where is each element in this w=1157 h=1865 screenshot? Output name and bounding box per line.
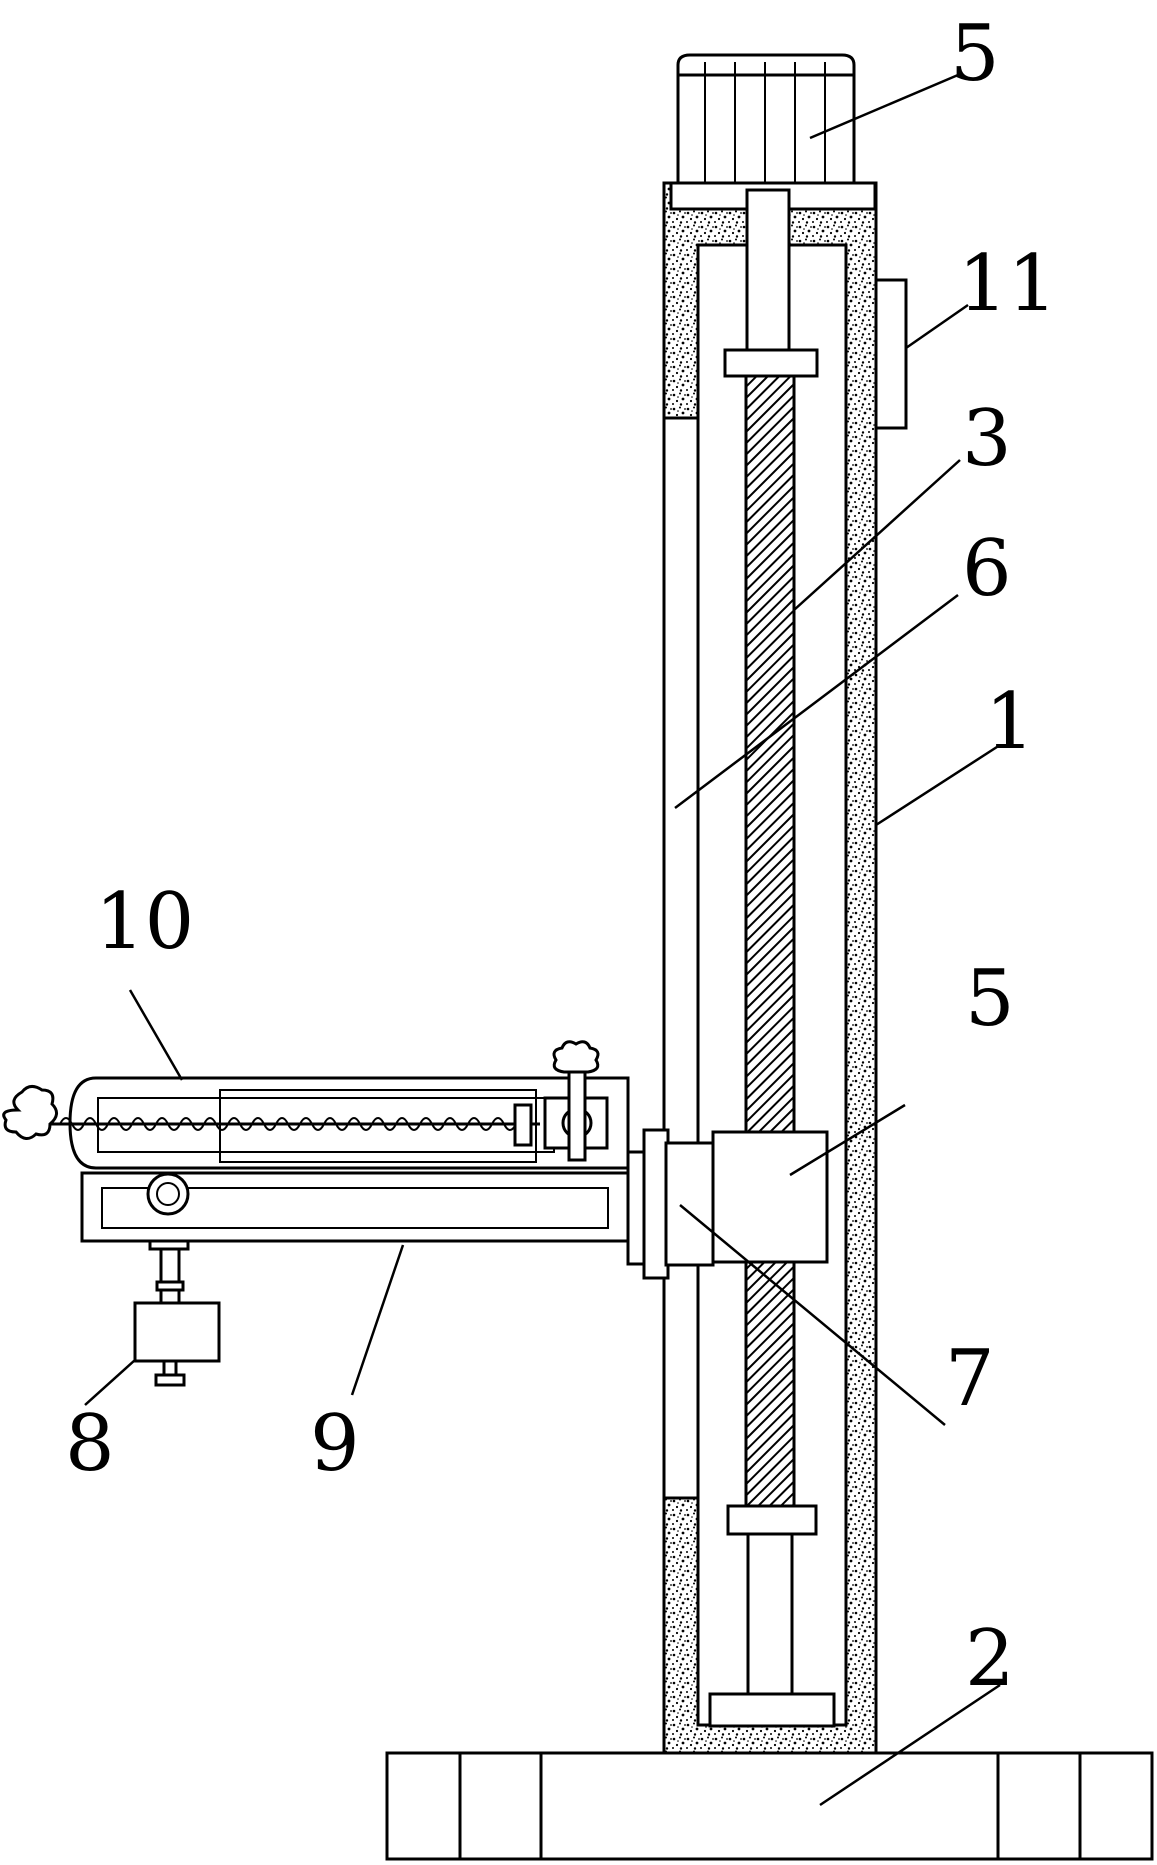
side-sensor-box bbox=[874, 278, 908, 430]
callout-7-connector: 7 bbox=[945, 1334, 995, 1424]
callout-2-base: 2 bbox=[965, 1614, 1015, 1704]
callout-3-lead-screw: 3 bbox=[962, 394, 1012, 484]
callout-6-slot: 6 bbox=[962, 524, 1012, 614]
callout-1-column: 1 bbox=[985, 677, 1035, 767]
callout-8-clamp: 8 bbox=[65, 1399, 115, 1489]
connector-flange bbox=[642, 1128, 715, 1280]
top-knob bbox=[552, 1040, 600, 1074]
worm-arm bbox=[44, 1068, 630, 1170]
callout-5-slider: 5 bbox=[965, 954, 1015, 1044]
callout-labels: 5 11 3 6 1 5 7 2 10 9 8 bbox=[65, 9, 1057, 1704]
callout-5-motor: 5 bbox=[950, 9, 1000, 99]
base-plate bbox=[385, 1751, 1154, 1861]
callout-9-lower-arm: 9 bbox=[310, 1399, 360, 1489]
upper-shaft bbox=[723, 188, 819, 378]
clamp-assembly bbox=[133, 1172, 221, 1387]
callout-10-worm-arm: 10 bbox=[95, 877, 194, 967]
left-knob bbox=[2, 1085, 58, 1140]
lead-screw bbox=[744, 374, 796, 1508]
top-motor bbox=[676, 53, 856, 185]
lower-bearing bbox=[708, 1504, 836, 1728]
slider-block bbox=[711, 1130, 829, 1264]
callout-11-sensor: 11 bbox=[958, 239, 1057, 329]
leader-lines bbox=[84, 73, 1001, 1807]
